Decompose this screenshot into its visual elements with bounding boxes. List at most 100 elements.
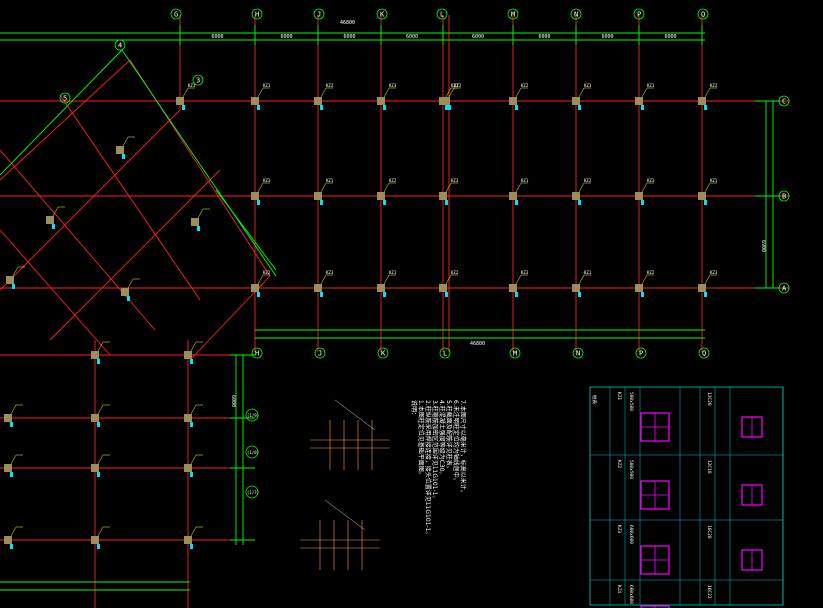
column [91,414,99,422]
notes-line: 6.未注明柱定位均为轴线居中。 [452,400,460,484]
column-mark [383,292,386,297]
axis-bubble-bottom [572,347,584,359]
column-leader [641,87,648,98]
column-tag: KZ2 [263,270,271,275]
axis-bubble-lower [245,445,259,459]
column-tag: KZ2 [710,83,718,88]
column-leader [12,266,19,277]
column-mark [704,292,707,297]
column [377,284,385,292]
column-mark [122,154,125,159]
column [91,536,99,544]
column-mark [97,472,100,477]
column-tag: KZ1 [188,83,196,88]
column-mark [445,292,448,297]
column [176,97,184,105]
column [698,97,706,105]
notes-line: 5.柱截面及配筋详见柱表。 [445,400,453,472]
axis-bubble-bottom-label: M [513,350,517,358]
column [46,216,54,224]
column [184,414,192,422]
column-leader [320,87,327,98]
column-leader [383,274,390,285]
axis-bubble-bottom [635,347,647,359]
notes-line: 7.本图尺寸以毫米计，标高以米计。 [459,400,467,496]
column-mark [320,292,323,297]
schedule-name: KZ3 [616,525,622,533]
column-tag: KZ3 [647,178,655,183]
column-tag: KZ1 [326,178,334,183]
column [698,284,706,292]
schedule-name: KZ1 [616,392,622,400]
left-dimension-label: 6000 [230,395,236,407]
schedule-rebar: 12C20 [706,392,712,406]
column [635,284,643,292]
axis-bubble-top [376,8,388,20]
schedule-title: 柱表 [591,395,598,404]
column-tag: KZ3 [710,270,718,275]
column-tag: KZ2 [451,270,459,275]
detail-layer [300,399,390,570]
column [91,351,99,359]
column-tag: KZ1 [584,270,592,275]
dimension-label: 6000 [406,34,418,40]
column-leader [578,274,585,285]
column-mark [383,200,386,205]
column-tag: KZ2 [454,83,462,88]
column [572,284,580,292]
column-mark [445,105,448,110]
axis-bubble-top [170,8,182,20]
column [439,284,447,292]
notes-line: 1.本图柱定位见基础平面图。 [417,400,425,478]
schedule-section: 600x600 [628,585,634,604]
dimension-label: 6000 [602,34,614,40]
column-tag: KZ3 [584,83,592,88]
column-tag: KZ1 [521,178,529,183]
column-mark [190,544,193,549]
axis-bubble-lower-label: (1/8) [247,450,259,455]
axis-bubble-bottom [698,347,710,359]
column-mark [641,105,644,110]
dimension-label: 6000 [281,34,293,40]
column-leader [578,87,585,98]
axis-bubble-bottom [377,347,389,359]
dimension-label: 6000 [665,34,677,40]
total-dimension-label: 46800 [470,341,485,347]
column [509,284,517,292]
axis-bubble-lower [245,408,259,422]
axis-line-diagonal [59,94,201,301]
column-tag: KZ2 [647,270,655,275]
column [635,97,643,105]
column-mark [97,544,100,549]
axis-bubble-top-label: N [574,11,578,19]
column-mark [257,200,260,205]
column-tag: KZ2 [584,178,592,183]
axis-bubble-right [778,282,790,294]
column-leader [445,274,452,285]
column-leader [127,278,134,289]
schedule-rebar: 16C22 [706,585,712,599]
column-tag: KZ1 [389,270,397,275]
column-leader [10,454,17,465]
axis-bubble-bottom-label: Q [702,350,706,358]
axis-bubble-top-label: G [174,11,178,19]
column [377,192,385,200]
column-leader [197,208,204,219]
axis-bubble-bottom [509,347,521,359]
axis-bubble-top-label: M [511,11,515,19]
column-leader [515,87,522,98]
column-tag: KZ1 [647,83,655,88]
dimension-label: 6000 [472,34,484,40]
schedule-section: 500x500 [628,392,634,411]
schedule-name: KZ2 [616,460,622,468]
column [251,97,259,105]
notes-block: 说明： 1.本图柱定位见基础平面图。 2.柱纵筋采用焊接连接，接头位置详见11G… [410,400,467,537]
column [4,414,12,422]
column-leader [383,182,390,193]
axis-bubble-bottom-label: K [381,350,386,358]
column-tag: KZ3 [451,178,459,183]
column-mark [257,292,260,297]
column-mark [383,105,386,110]
column [698,192,706,200]
